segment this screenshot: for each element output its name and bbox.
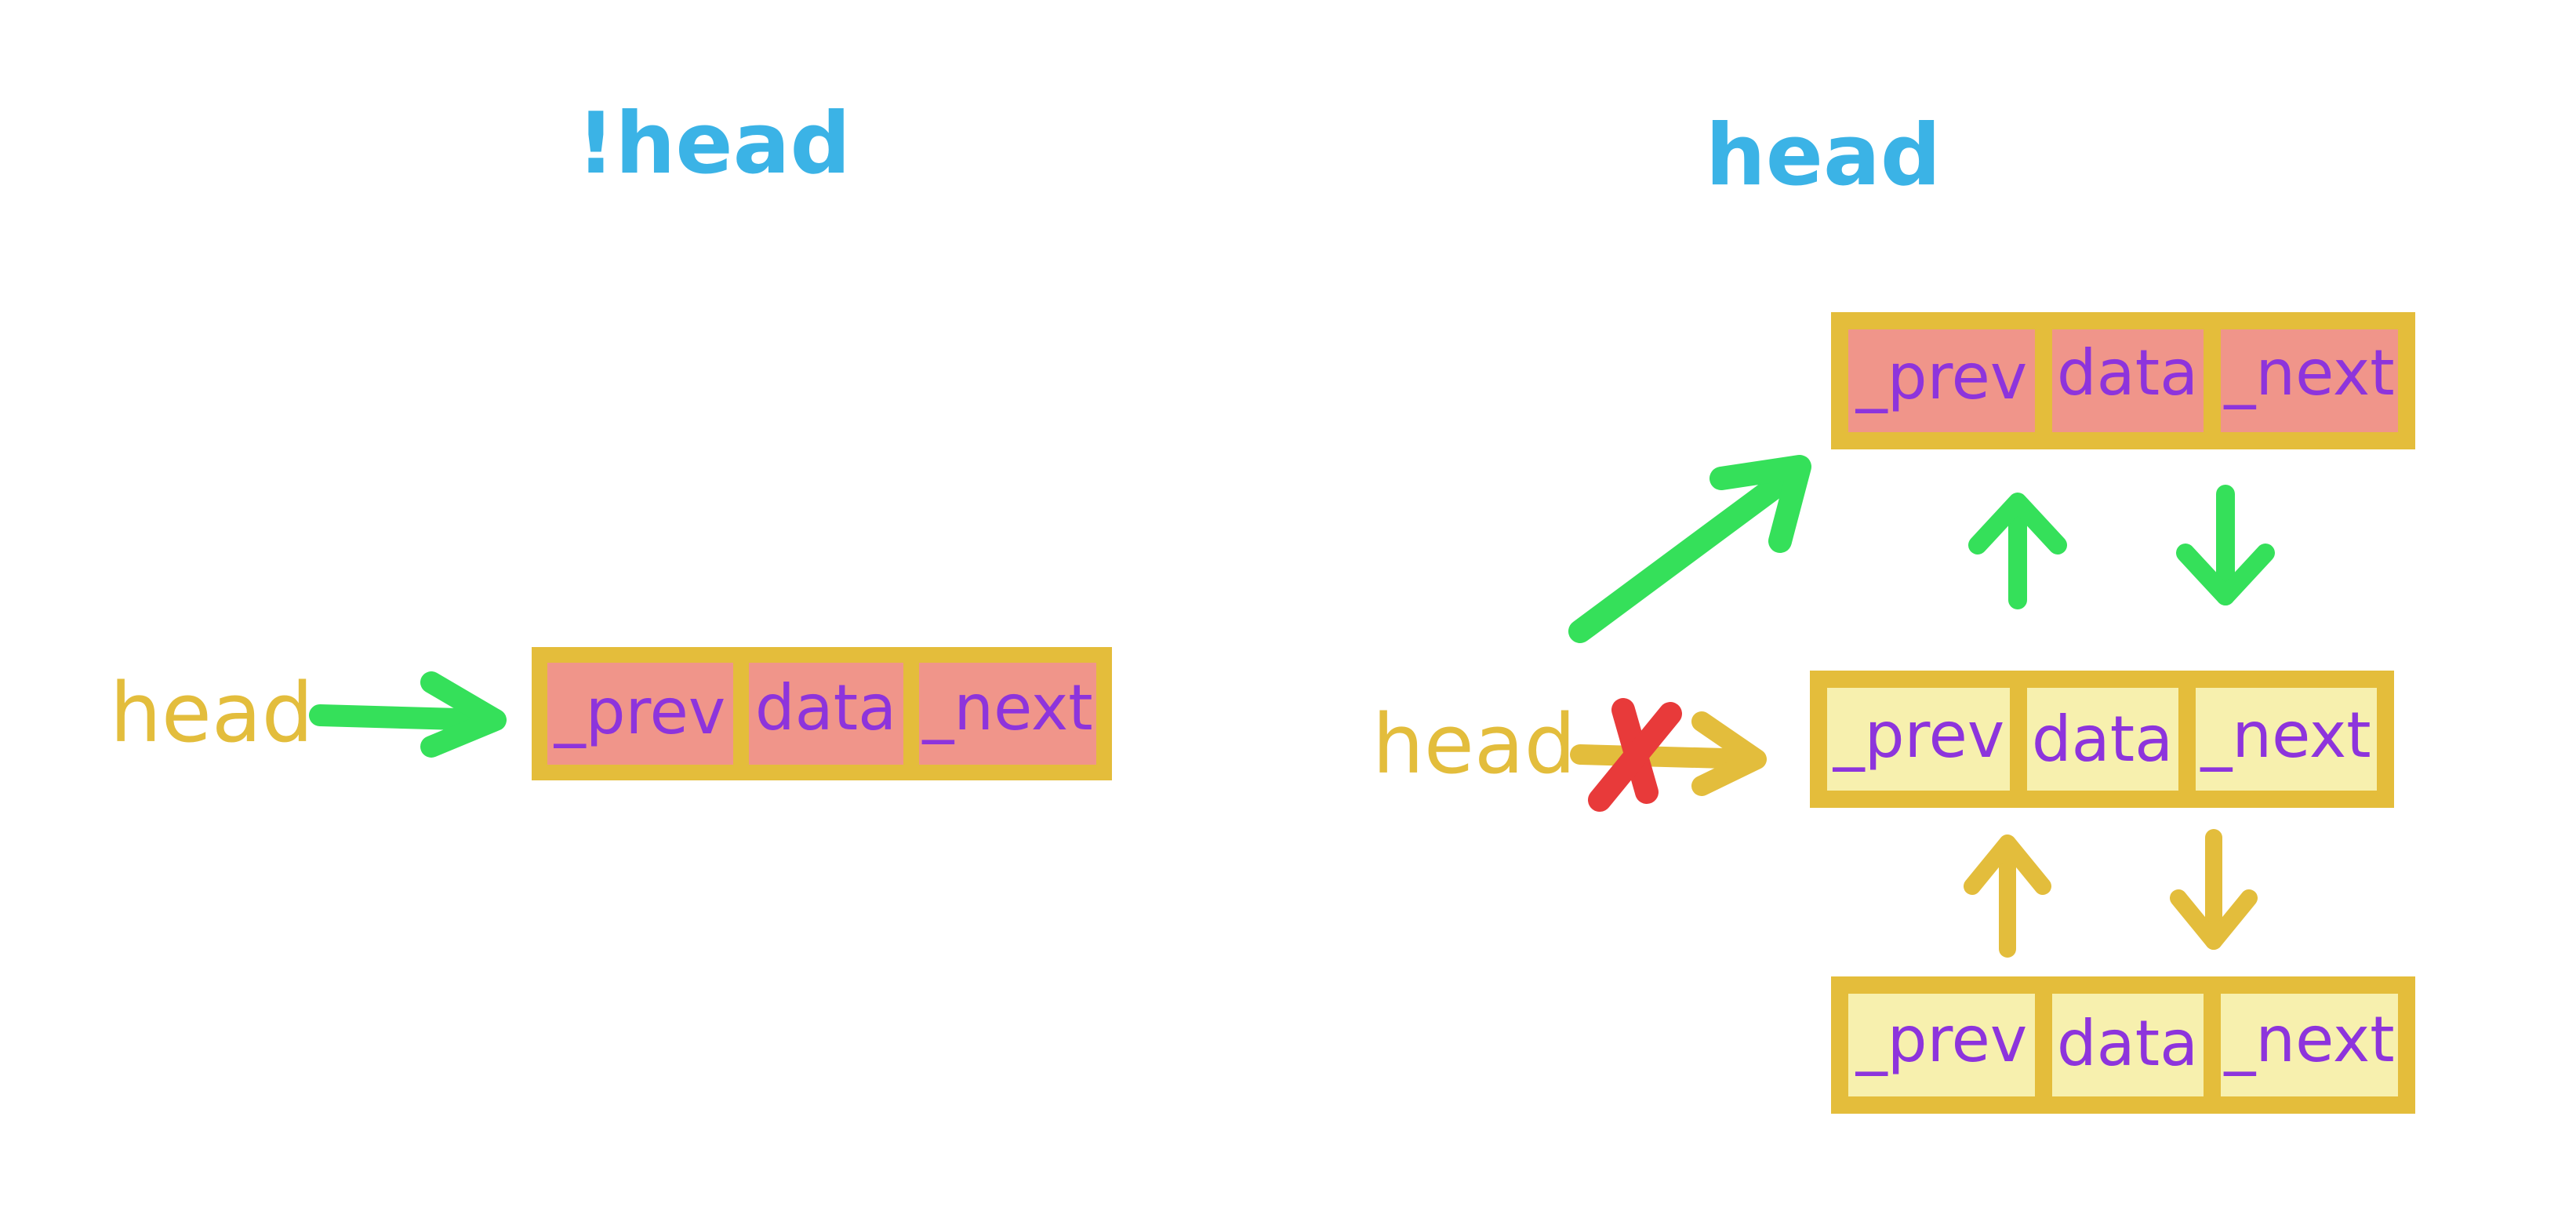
new-node-right-prev-cell	[1848, 329, 2035, 432]
yellow-next-down-arrow	[2170, 829, 2258, 950]
new-node-right-next-label: _next	[2223, 336, 2394, 409]
new-node-left-data-label: data	[755, 671, 896, 744]
arrow-head-to-new-node-right	[1568, 455, 1811, 643]
title-head-case: head	[1706, 107, 1941, 205]
title-no-head-case: !head	[576, 95, 851, 193]
new-node-left-prev-label: _prev	[554, 675, 725, 748]
second-node-prev-cell	[1848, 994, 2035, 1096]
second-node-data-label: data	[2057, 1007, 2198, 1080]
green-next-down-arrow	[2176, 485, 2275, 605]
second-node-data-cell	[2052, 994, 2204, 1096]
old-first-node-data-label: data	[2032, 703, 2173, 776]
old-first-node: _prev data _next	[1810, 671, 2394, 808]
new-node-right-data-label: data	[2057, 336, 2198, 409]
new-node-right: _prev data _next	[1831, 312, 2415, 449]
second-node: _prev data _next	[1831, 976, 2415, 1114]
new-node-left: _prev data _next	[532, 647, 1112, 780]
head-label-left: head	[110, 665, 314, 761]
new-node-left-data-cell	[749, 663, 903, 765]
red-x-mark-icon	[1588, 698, 1682, 812]
old-first-node-next-cell	[2196, 688, 2377, 791]
second-node-next-label: _next	[2223, 1003, 2394, 1076]
yellow-prev-up-arrow	[1964, 834, 2051, 958]
new-node-right-data-cell	[2052, 329, 2204, 432]
new-node-left-next-cell	[919, 663, 1096, 765]
old-first-node-prev-label: _prev	[1833, 699, 2004, 772]
second-node-next-cell	[2221, 994, 2398, 1096]
old-first-node-data-cell	[2027, 688, 2178, 791]
arrow-head-to-new-node-left	[309, 671, 507, 758]
old-first-node-next-label: _next	[2200, 699, 2371, 772]
old-head-arrow	[1570, 711, 1767, 796]
second-node-prev-label: _prev	[1855, 1003, 2027, 1076]
old-first-node-prev-cell	[1827, 688, 2010, 791]
new-node-left-prev-cell	[547, 663, 733, 765]
new-node-left-next-label: _next	[921, 671, 1092, 744]
head-label-right: head	[1372, 696, 1576, 792]
green-prev-up-arrow	[1968, 493, 2067, 609]
new-node-right-next-cell	[2221, 329, 2398, 432]
new-node-right-prev-label: _prev	[1855, 340, 2027, 413]
